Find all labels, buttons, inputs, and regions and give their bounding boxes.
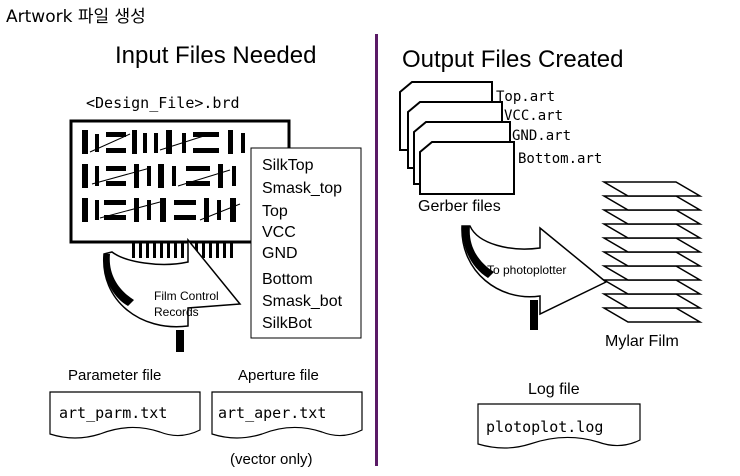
parameter-file-name: art_parm.txt xyxy=(59,404,167,422)
design-file-label: <Design_File>.brd xyxy=(86,94,240,112)
layer-item: GND xyxy=(262,245,298,262)
art-file-item: GND.art xyxy=(512,128,571,144)
layer-item: VCC xyxy=(262,224,296,241)
layer-item: Smask_top xyxy=(262,180,342,197)
layer-item: Top xyxy=(262,203,288,220)
aperture-note: (vector only) xyxy=(230,451,313,468)
aperture-file-label: Aperture file xyxy=(238,367,319,384)
photoplotter-arrow-icon xyxy=(461,225,608,330)
pcb-board-icon xyxy=(69,119,291,258)
layer-item: SilkTop xyxy=(262,157,314,174)
layer-list: SilkTop Smask_top Top VCC GND Bottom Sma… xyxy=(262,157,343,332)
mylar-film-stack-icon xyxy=(601,181,703,323)
parameter-document-icon xyxy=(49,391,201,439)
layer-item: SilkBot xyxy=(262,315,312,332)
aperture-document-icon xyxy=(211,391,363,439)
output-heading: Output Files Created xyxy=(402,46,624,73)
section-divider xyxy=(375,34,378,466)
gerber-files-label: Gerber files xyxy=(418,198,501,215)
mylar-film-label: Mylar Film xyxy=(605,333,679,350)
art-file-item: VCC.art xyxy=(504,108,563,124)
layer-item: Bottom xyxy=(262,271,313,288)
log-file-name: plotoplot.log xyxy=(486,418,603,436)
art-file-list: Top.art VCC.art GND.art Bottom.art xyxy=(496,89,602,167)
film-control-arrow-icon xyxy=(103,237,242,352)
page-title: Artwork 파일 생성 xyxy=(6,7,146,27)
film-control-label: Film Control xyxy=(154,289,219,303)
layer-item: Smask_bot xyxy=(262,293,343,310)
log-document-icon xyxy=(477,403,641,449)
art-file-item: Bottom.art xyxy=(518,151,602,167)
input-heading: Input Files Needed xyxy=(115,42,317,69)
film-control-label: Records xyxy=(154,305,199,319)
art-file-item: Top.art xyxy=(496,89,555,105)
aperture-file-name: art_aper.txt xyxy=(218,404,326,422)
parameter-file-label: Parameter file xyxy=(68,367,161,384)
gerber-stack-icon xyxy=(399,81,515,195)
log-file-label: Log file xyxy=(528,381,580,398)
layer-list-box xyxy=(250,147,362,339)
photoplotter-label: To photoplotter xyxy=(487,263,566,277)
